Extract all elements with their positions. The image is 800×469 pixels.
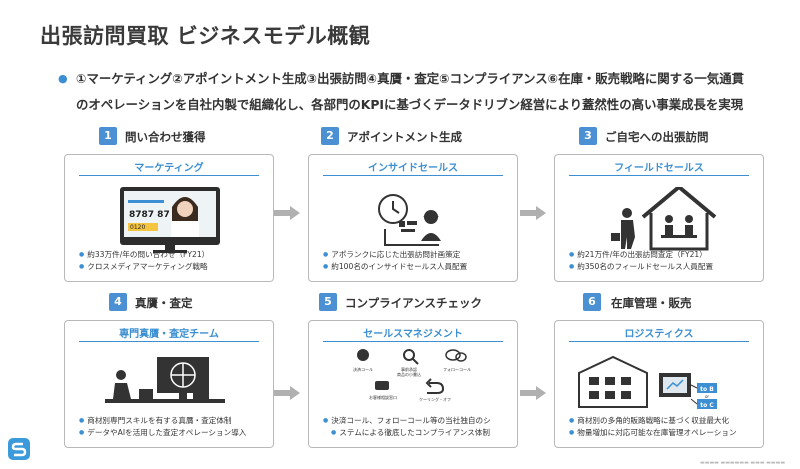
cooling-off-icon: クーリング・オフ <box>419 378 451 402</box>
ad-tag: 0120 <box>130 224 145 231</box>
subtitle-underline <box>323 341 503 342</box>
company-logo-icon <box>8 438 30 460</box>
flow-arrow-icon <box>274 206 300 220</box>
svg-text:クーリング・オフ: クーリング・オフ <box>419 396 451 402</box>
step-badge-2: 2 <box>321 127 339 145</box>
card-marketing: 1 問い合わせ獲得 マーケティング 8787 87 0120 約33万件/年の問… <box>64 127 274 282</box>
ad-phone-number: 8787 87 <box>129 210 170 220</box>
lead-line-2: のオペレーションを自社内製で組織化し、各部門のKPIに基づくデータドリブン経営に… <box>76 97 744 112</box>
card-bullets: 商材別の多角的販路戦略に基づく収益最大化 物量増加に対応可能な在庫管理オペレーシ… <box>569 415 737 439</box>
card-bullets: 商材別専門スキルを有する真贋・査定体制 データやAIを活用した査定オペレーション… <box>79 415 246 439</box>
bullet-item: ステムによる徹底したコンプライアンス体制 <box>323 427 491 439</box>
subtitle-underline <box>79 175 259 176</box>
card-bullets: アポランクに応じた出張訪問計画策定 約100名のインサイドセールス人員配置 <box>323 249 467 273</box>
svg-text:お客様相談窓口: お客様相談窓口 <box>369 394 397 400</box>
settlement-call-icon: 決済コール <box>353 349 373 372</box>
lead-text: ● ①マーケティング②アポイントメント生成③出張訪問④真贋・査定⑤コンプライアン… <box>58 66 778 118</box>
logistics-icon: to B or to C <box>555 353 763 421</box>
call-center-icon <box>309 187 517 255</box>
step-badge-5: 5 <box>319 293 337 311</box>
complaint-icon: お客様相談窓口 <box>369 381 397 400</box>
bullet-item: 商材別専門スキルを有する真贋・査定体制 <box>79 415 246 427</box>
flow-arrow-icon <box>520 386 546 400</box>
to-b-label: to B <box>700 386 714 393</box>
card-bullets: 約33万件/年の問い合わせ（FY21） クロスメディアマーケティング戦略 <box>79 249 209 273</box>
subtitle-underline <box>569 175 749 176</box>
bullet-item: 約350名のフィールドセールス人員配置 <box>569 261 713 273</box>
card-title: アポイントメント生成 <box>347 130 462 144</box>
or-label: or <box>705 394 709 399</box>
bullet-item: アポランクに応じた出張訪問計画策定 <box>323 249 467 261</box>
card-subtitle: セールスマネジメント <box>363 329 463 340</box>
card-bullets: 約21万件/年の出張訪問査定（FY21） 約350名のフィールドセールス人員配置 <box>569 249 713 273</box>
inspection-icon: 事前承認 商品の小書込 <box>397 349 421 377</box>
card-appraisal: 4 真贋・査定 専門真贋・査定チーム 商材別専門スキルを有する真贋・査定体制 デ… <box>64 293 274 448</box>
card-subtitle: フィールドセールス <box>614 163 704 174</box>
bullet-item: 商材別の多角的販路戦略に基づく収益最大化 <box>569 415 737 427</box>
bullet-item: 約21万件/年の出張訪問査定（FY21） <box>569 249 713 261</box>
step-badge-1: 1 <box>99 127 117 145</box>
step-badge-6: 6 <box>583 293 601 311</box>
monitor-ad-icon: 8787 87 0120 <box>65 187 273 255</box>
subtitle-underline <box>569 341 749 342</box>
subtitle-underline <box>79 341 259 342</box>
lead-bullet-icon: ● <box>58 72 68 85</box>
lead-line-1: ①マーケティング②アポイントメント生成③出張訪問④真贋・査定⑤コンプライアンス⑥… <box>76 71 744 86</box>
bullet-item: データやAIを活用した査定オペレーション導入 <box>79 427 246 439</box>
step-badge-4: 4 <box>109 293 127 311</box>
card-title: ご自宅への出張訪問 <box>605 130 709 144</box>
bullet-item: クロスメディアマーケティング戦略 <box>79 261 209 273</box>
flow-arrow-icon <box>274 386 300 400</box>
bullet-item: 物量増加に対応可能な在庫管理オペレーション <box>569 427 736 439</box>
card-title: 問い合わせ獲得 <box>125 130 206 144</box>
card-compliance: 5 コンプライアンスチェック セールスマネジメント 決済コール 事前承認 商品の… <box>308 293 518 448</box>
card-logistics: 6 在庫管理・販売 ロジスティクス to B or to C 商材別の多角的販路… <box>554 293 764 448</box>
compliance-icons: 決済コール 事前承認 商品の小書込 フォローコール お客様相談窓口 クーリング・… <box>309 347 517 415</box>
card-title: 真贋・査定 <box>135 296 193 310</box>
subtitle-underline <box>323 175 503 176</box>
svg-text:決済コール: 決済コール <box>353 366 373 372</box>
svg-text:商品の小書込: 商品の小書込 <box>397 371 421 377</box>
card-subtitle: ロジスティクス <box>624 329 694 340</box>
to-c-label: to C <box>700 402 714 409</box>
house-visit-icon <box>555 184 763 255</box>
appraisal-desk-icon <box>65 353 273 421</box>
card-field-visit: 3 ご自宅への出張訪問 フィールドセールス 約21万件/年の出張訪問査定（FY2… <box>554 127 764 282</box>
flow-arrow-icon <box>520 206 546 220</box>
footer-text: ▬▬▬▬ ▬▬▬▬▬▬ ▬▬▬ ▬▬▬▬ <box>700 460 786 466</box>
page-title: 出張訪問買取 ビジネスモデル概観 <box>40 24 371 48</box>
card-subtitle: マーケティング <box>134 163 204 174</box>
step-badge-3: 3 <box>579 127 597 145</box>
card-subtitle: 専門真贋・査定チーム <box>119 329 219 340</box>
svg-text:事前承認: 事前承認 <box>401 366 417 372</box>
bullet-item: 約33万件/年の問い合わせ（FY21） <box>79 249 209 261</box>
card-bullets: 決済コール、フォローコール等の当社独自のシ ステムによる徹底したコンプライアンス… <box>323 415 491 439</box>
follow-call-icon: フォローコール <box>443 349 471 372</box>
bullet-item: 約100名のインサイドセールス人員配置 <box>323 261 467 273</box>
card-appointment: 2 アポイントメント生成 インサイドセールス アポランクに応じた出張訪問計画策定… <box>308 127 518 282</box>
bullet-item: 決済コール、フォローコール等の当社独自のシ <box>323 415 490 427</box>
svg-text:フォローコール: フォローコール <box>443 367 471 372</box>
card-subtitle: インサイドセールス <box>368 163 458 174</box>
card-title: コンプライアンスチェック <box>345 296 482 310</box>
card-title: 在庫管理・販売 <box>611 296 692 310</box>
